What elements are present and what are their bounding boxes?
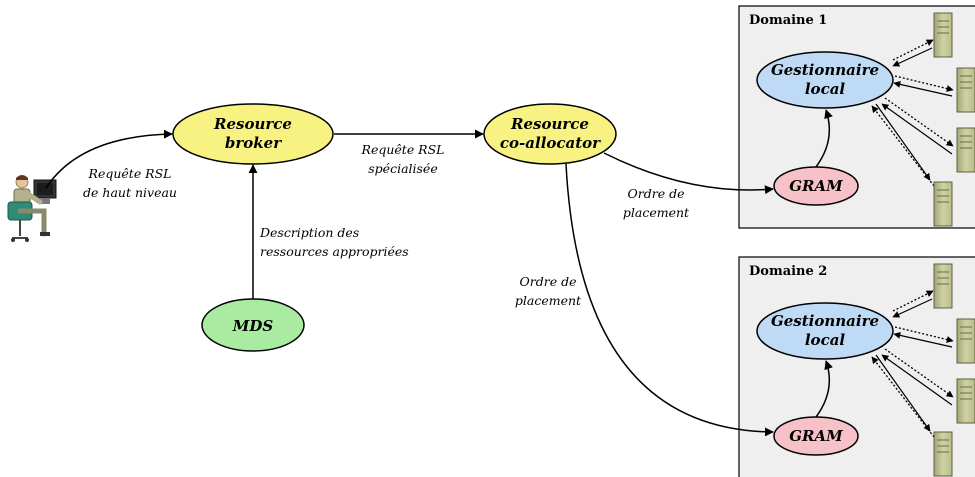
gestionnaire-local-ellipse	[756, 302, 894, 360]
server-link-solid	[893, 331, 953, 348]
gram-label: GRAM	[789, 427, 843, 445]
mds-to-broker-label-line2: ressources appropriées	[260, 244, 409, 259]
gram-to-gestionnaire-arrow	[815, 360, 833, 418]
server-icon	[933, 431, 953, 477]
placement-domain2-label-line2: placement	[515, 293, 582, 308]
user-to-broker-arrow	[45, 129, 173, 189]
broker-to-coallocator-label-line1: Requête RSL	[361, 142, 445, 157]
user-to-broker-label-line1: Requête RSL	[88, 166, 172, 181]
placement-domain2-label-line1: Ordre de	[520, 274, 577, 289]
placement-domain1-label-line1: Ordre de	[628, 186, 685, 201]
server-icon	[933, 12, 953, 58]
server-link-dotted	[871, 105, 935, 187]
user-at-computer-icon	[7, 175, 57, 242]
server-link-dotted	[894, 326, 954, 343]
resource-coallocator-line1: Resource	[510, 115, 589, 133]
server-link-solid	[881, 354, 953, 406]
server-link-dotted	[892, 290, 934, 312]
resource-coallocator-line2: co-allocator	[500, 134, 601, 152]
server-icon	[956, 318, 975, 364]
server-link-solid	[892, 47, 933, 67]
server-icon	[933, 263, 953, 309]
mds-node: MDS	[201, 298, 305, 352]
domain-1: Domaine 1 Gestionnaire local GRAM	[738, 5, 975, 229]
server-link-dotted	[871, 356, 935, 438]
server-link-dotted	[894, 75, 954, 92]
resource-broker-line2: broker	[225, 134, 282, 152]
gram-node: GRAM	[773, 166, 859, 206]
resource-coallocator-node: Resource co-allocator	[483, 103, 617, 165]
gestionnaire-local-line2: local	[805, 331, 846, 349]
gestionnaire-local-line1: Gestionnaire	[771, 312, 879, 330]
gestionnaire-local-line2: local	[805, 80, 846, 98]
domain-2-title: Domaine 2	[749, 264, 827, 279]
domain-1-title: Domaine 1	[749, 13, 827, 28]
resource-broker-node: Resource broker	[172, 103, 334, 165]
placement-domain1-label-line2: placement	[623, 205, 690, 220]
user-to-broker-label-line2: de haut niveau	[83, 185, 177, 200]
gram-node: GRAM	[773, 416, 859, 456]
domain-2: Domaine 2 Gestionnaire local GRAM	[738, 256, 975, 477]
gestionnaire-local-ellipse	[756, 51, 894, 109]
gestionnaire-local-node: Gestionnaire local	[756, 51, 894, 109]
server-link-solid	[875, 103, 931, 181]
server-link-dotted	[884, 97, 954, 147]
server-link-solid	[875, 354, 931, 432]
gestionnaire-local-line1: Gestionnaire	[771, 61, 879, 79]
server-icon	[933, 181, 953, 227]
resource-broker-ellipse	[172, 103, 334, 165]
mds-to-broker-label-line1: Description des	[259, 225, 359, 240]
resource-broker-line1: Resource	[213, 115, 292, 133]
server-link-solid	[893, 80, 953, 97]
server-link-dotted	[892, 39, 934, 61]
gram-label: GRAM	[789, 177, 843, 195]
resource-coallocator-ellipse	[483, 103, 617, 165]
gram-to-gestionnaire-arrow	[815, 109, 833, 168]
server-link-solid	[892, 298, 933, 318]
broker-to-coallocator-label-line2: spécialisée	[368, 161, 437, 176]
mds-label: MDS	[232, 317, 274, 335]
server-icon	[956, 127, 975, 173]
server-icon	[956, 67, 975, 113]
server-icon	[956, 378, 975, 424]
server-link-solid	[881, 103, 953, 155]
gestionnaire-local-node: Gestionnaire local	[756, 302, 894, 360]
coallocator-to-gram2-arrow	[565, 163, 774, 437]
server-link-dotted	[884, 348, 954, 398]
coallocator-to-gram1-arrow	[603, 152, 774, 195]
